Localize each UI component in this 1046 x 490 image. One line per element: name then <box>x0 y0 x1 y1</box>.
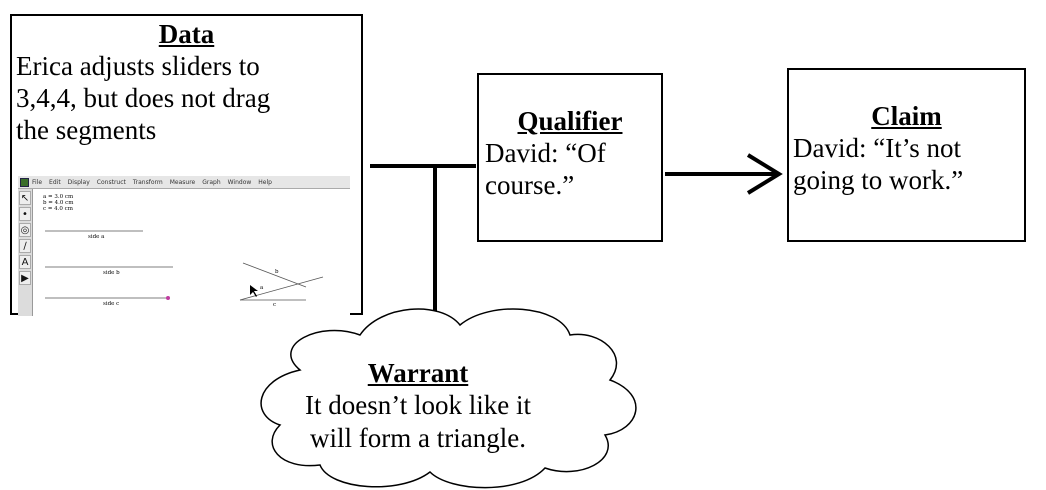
sketchpad-menubar: File Edit Display Construct Transform Me… <box>18 176 350 189</box>
sketchpad-drawing <box>45 230 324 301</box>
sketchpad-canvas: a = 3.0 cm b = 4.0 cm c = 4.0 cm side a … <box>33 189 350 316</box>
menu-construct: Construct <box>96 178 126 186</box>
data-box: Data Erica adjusts sliders to 3,4,4, but… <box>10 14 363 316</box>
arrowhead-icon <box>746 153 783 195</box>
menu-edit: Edit <box>49 178 61 186</box>
line-tool-icon: ∕ <box>19 239 31 253</box>
triangle-label-b: b <box>275 269 279 275</box>
menu-help: Help <box>258 178 272 186</box>
triangle-side-a <box>239 276 324 301</box>
data-line-3: the segments <box>16 115 157 145</box>
claim-line-1: David: “It’s not <box>793 133 961 163</box>
slider-c-label: side c <box>103 301 120 307</box>
data-line-2: 3,4,4, but does not drag <box>16 83 271 113</box>
menu-file: File <box>32 178 43 186</box>
text-tool-icon: A <box>19 255 31 269</box>
menu-measure: Measure <box>169 178 196 186</box>
qualifier-line-1: David: “Of <box>485 138 606 168</box>
data-title: Data <box>158 19 215 49</box>
measure-b: b = 4.0 cm <box>43 200 74 206</box>
sketchpad-app-icon <box>20 177 29 187</box>
warrant-cloud <box>260 308 637 489</box>
slider-c-handle <box>166 296 170 300</box>
claim-title: Claim <box>871 101 942 131</box>
slider-b-label: side b <box>103 270 120 276</box>
qualifier-title: Qualifier <box>517 106 623 136</box>
claim-line-2: going to work.” <box>793 165 964 195</box>
sketchpad-toolbox: ↖ • ◎ ∕ A ▶ <box>18 189 33 316</box>
compass-tool-icon: ◎ <box>19 223 31 237</box>
sketchpad-screenshot: File Edit Display Construct Transform Me… <box>18 176 350 316</box>
menu-display: Display <box>67 178 90 186</box>
claim-box: Claim David: “It’s not going to work.” <box>787 68 1026 242</box>
warrant-content: Warrant It doesn’t look like it will for… <box>268 357 568 455</box>
cursor-icon <box>250 285 258 297</box>
triangle-side-b <box>242 262 307 288</box>
custom-tool-icon: ▶ <box>19 271 31 285</box>
warrant-line-1: It doesn’t look like it <box>305 390 531 420</box>
measure-a: a = 3.0 cm <box>43 194 74 200</box>
arrow-tool-icon: ↖ <box>19 191 31 205</box>
qualifier-line-2: course.” <box>485 170 575 200</box>
data-line-1: Erica adjusts sliders to <box>16 51 260 81</box>
menu-transform: Transform <box>132 178 163 186</box>
triangle-label-a: a <box>260 285 264 291</box>
measure-c: c = 4.0 cm <box>43 206 73 212</box>
warrant-line-2: will form a triangle. <box>310 423 526 453</box>
warrant-title: Warrant <box>367 358 469 388</box>
point-tool-icon: • <box>19 207 31 221</box>
menu-window: Window <box>227 178 252 186</box>
menu-graph: Graph <box>202 178 221 186</box>
slider-a-label: side a <box>88 234 105 240</box>
qualifier-box: Qualifier David: “Of course.” <box>477 73 663 242</box>
triangle-label-c: c <box>273 302 277 308</box>
